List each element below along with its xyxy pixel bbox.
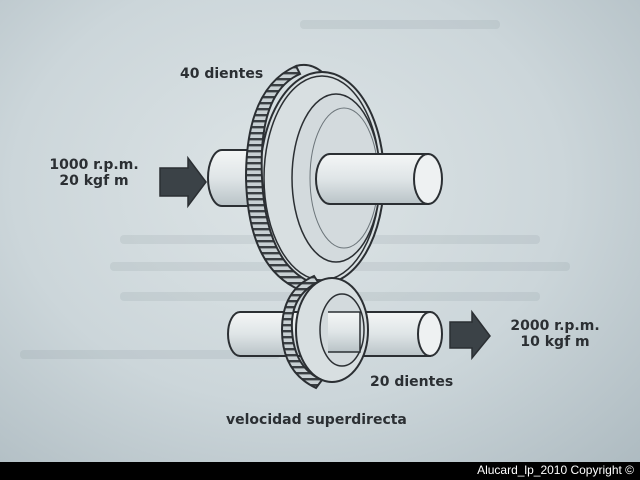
input-values: 1000 r.p.m. 20 kgf m [34, 157, 154, 189]
large-gear-40-teeth [244, 63, 385, 292]
gear-diagram [159, 63, 491, 390]
background-text-line [20, 350, 280, 359]
input-torque: 20 kgf m [59, 173, 129, 189]
output-torque: 10 kgf m [520, 334, 590, 350]
background-text-line [300, 20, 500, 29]
input-arrow-icon [159, 155, 207, 209]
output-arrow-icon [449, 309, 491, 361]
input-speed: 1000 r.p.m. [49, 157, 139, 173]
footer-bar: Alucard_lp_2010 Copyright © [0, 462, 640, 480]
upper-shaft-output [315, 153, 443, 205]
copyright-text: Alucard_lp_2010 Copyright © [477, 463, 634, 477]
small-gear-label: 20 dientes [370, 374, 454, 390]
diagram-caption: velocidad superdirecta [226, 412, 407, 428]
output-values: 2000 r.p.m. 10 kgf m [500, 318, 610, 350]
output-speed: 2000 r.p.m. [510, 318, 600, 334]
small-gear-20-teeth [280, 274, 369, 390]
large-gear-label: 40 dientes [180, 66, 264, 82]
